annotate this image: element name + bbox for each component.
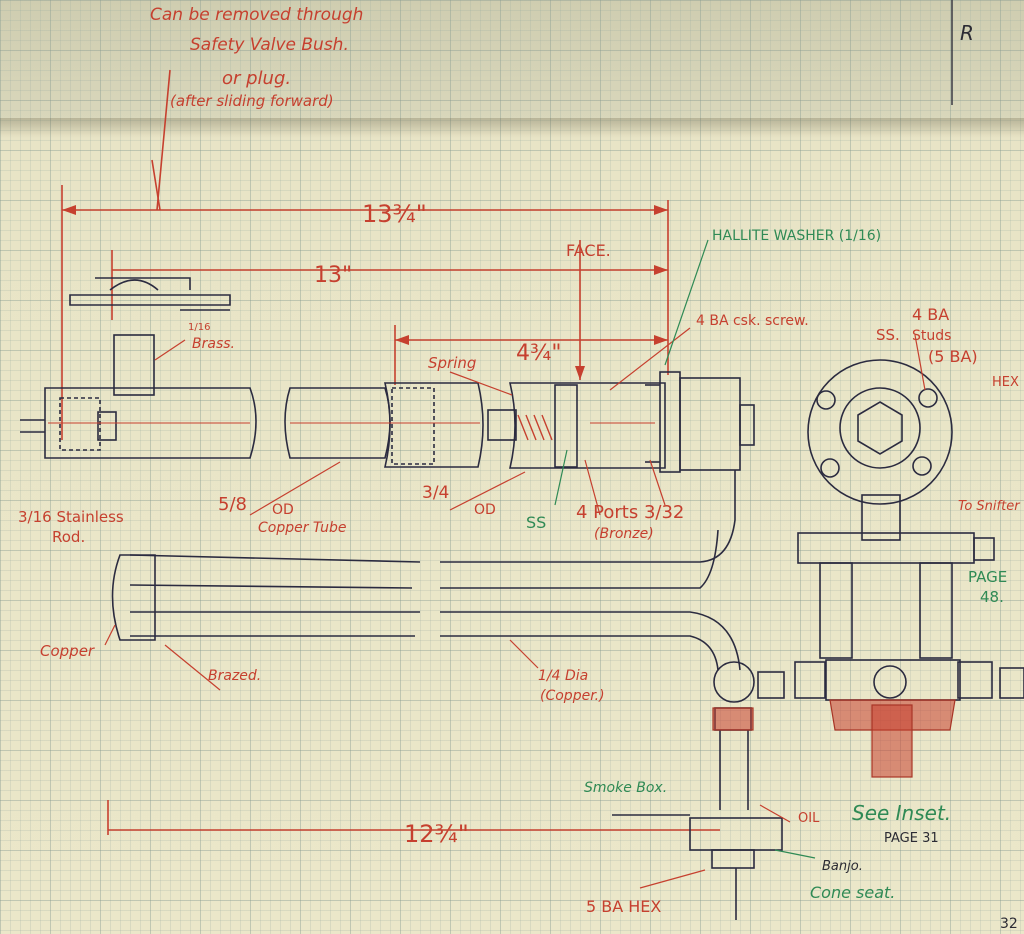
hallite-washer-label: HALLITE WASHER (1/16) bbox=[712, 228, 881, 244]
note-removal-line3: or plug. bbox=[222, 68, 291, 89]
flange-end-view bbox=[794, 359, 1024, 701]
od-label-2: OD bbox=[474, 502, 496, 518]
studs-label-line1: 4 BA bbox=[912, 305, 949, 324]
cap-screw-label: 4 BA csk. screw. bbox=[696, 313, 809, 329]
hex-label: HEX bbox=[992, 375, 1019, 390]
brazed-label: Brazed. bbox=[208, 668, 261, 684]
ss-label: SS bbox=[526, 513, 546, 532]
ports-label: 4 Ports 3/32 bbox=[576, 502, 684, 523]
dim-overall-length: 13¾" bbox=[362, 200, 427, 228]
face-label: FACE. bbox=[566, 241, 611, 260]
leader-lines-red bbox=[104, 327, 926, 889]
note-removal-line2: Safety Valve Bush. bbox=[190, 35, 349, 55]
page-number: 32 bbox=[1000, 916, 1018, 932]
tube-size-3-4: 3/4 bbox=[422, 483, 449, 503]
dim-13-length: 13" bbox=[314, 263, 352, 288]
spring-label: Spring bbox=[428, 354, 476, 372]
smoke-box-label: Smoke Box. bbox=[584, 780, 667, 796]
ba-hex-label: 5 BA HEX bbox=[586, 897, 661, 916]
brass-label: Brass. bbox=[192, 336, 235, 352]
dim-12-3-4-length: 12¾" bbox=[404, 820, 469, 848]
quarter-dia-label-line2: (Copper.) bbox=[540, 688, 605, 704]
oil-label: OIL bbox=[798, 811, 820, 826]
bronze-label: (Bronze) bbox=[594, 526, 654, 542]
cone-seat-label: Cone seat. bbox=[810, 883, 895, 902]
banjo-label: Banjo. bbox=[822, 859, 863, 874]
corner-mark: R bbox=[960, 21, 974, 45]
stainless-rod-label-line1: 3/16 Stainless bbox=[18, 508, 124, 526]
red-hatched-sections bbox=[712, 699, 956, 778]
copper-label: Copper bbox=[40, 642, 95, 660]
page-48-label-line1: PAGE bbox=[968, 568, 1007, 586]
studs-label-line3: (5 BA) bbox=[928, 347, 978, 366]
see-inset-label: See Inset. bbox=[852, 801, 951, 825]
leader-lines-green bbox=[554, 239, 816, 859]
page-31-label: PAGE 31 bbox=[884, 831, 939, 846]
studs-label-line2: Studs bbox=[912, 328, 951, 344]
dimension-lines bbox=[61, 69, 720, 835]
copper-tube-label: Copper Tube bbox=[258, 520, 346, 536]
ss-top-label: SS. bbox=[876, 326, 900, 344]
note-removal-line1: Can be removed through bbox=[150, 5, 363, 25]
note-removal-line4: (after sliding forward) bbox=[170, 92, 334, 110]
dimension-arrowheads bbox=[62, 205, 668, 380]
stainless-rod-label-line2: Rod. bbox=[52, 528, 85, 546]
spring-coils bbox=[517, 414, 553, 441]
dim-4-3-4-length: 4¾" bbox=[516, 341, 561, 366]
dim-one-sixteenth: 1/16 bbox=[188, 322, 210, 333]
od-label-1: OD bbox=[272, 502, 294, 518]
copper-pipe-loop bbox=[111, 470, 785, 920]
page-48-label-line2: 48. bbox=[980, 588, 1004, 606]
tube-size-5-8: 5/8 bbox=[218, 494, 247, 515]
page-fold-shadow bbox=[0, 118, 1024, 138]
quarter-dia-label-line1: 1/4 Dia bbox=[538, 668, 588, 684]
to-snifter-label: To Snifter bbox=[958, 499, 1021, 514]
